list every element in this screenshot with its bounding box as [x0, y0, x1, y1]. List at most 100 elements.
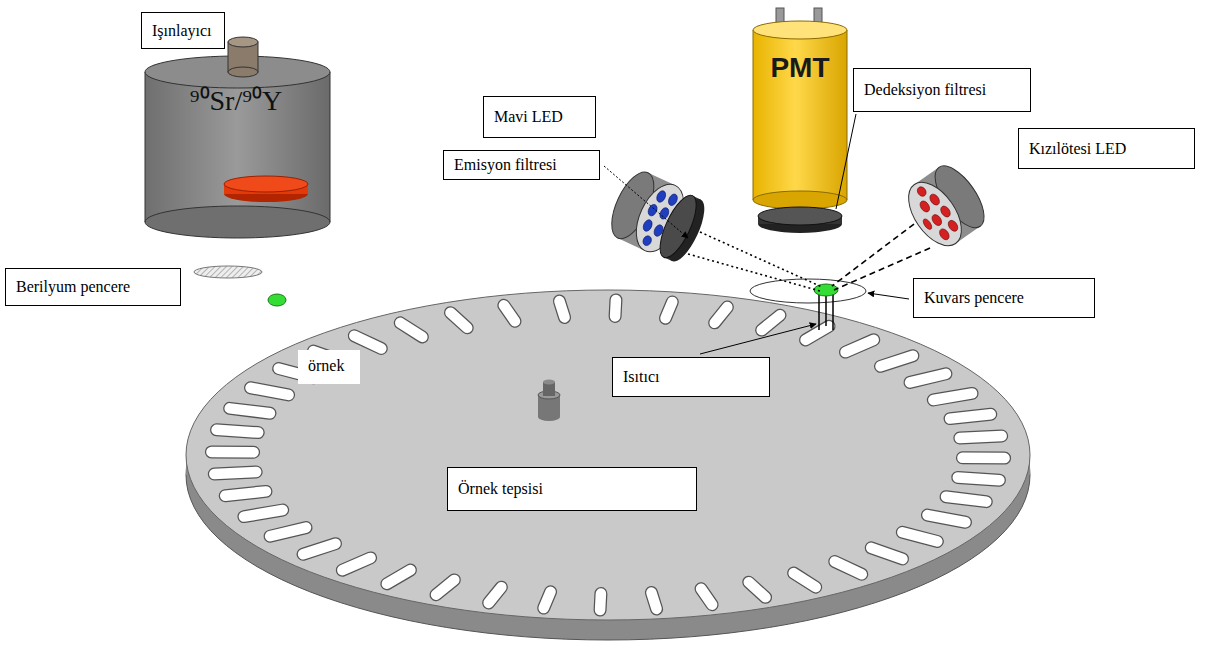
label-box: Kızılötesi LED	[1018, 128, 1195, 169]
tray-slot	[436, 580, 454, 595]
tray-slot	[880, 356, 912, 367]
beryllium-window	[194, 266, 262, 278]
tray-slot	[354, 336, 381, 349]
tray-slot	[400, 323, 422, 337]
detection-filter	[758, 207, 842, 233]
tray-slot	[217, 430, 259, 433]
label-text: Dedeksiyon filtresi	[864, 81, 1020, 99]
tray-slot	[594, 594, 608, 610]
tray-slot	[960, 436, 1002, 438]
label-box: Örnek tepsisi	[447, 467, 697, 511]
tray-slot	[244, 510, 283, 517]
tray-slot	[504, 305, 515, 321]
tray-slot	[342, 558, 370, 570]
label-text: Mavi LED	[494, 108, 585, 126]
tray-slot	[225, 491, 266, 495]
tray-slot	[665, 302, 672, 318]
tray-slot	[665, 302, 672, 318]
tray-slot	[342, 558, 370, 570]
label-box: Isıtıcı	[612, 357, 770, 397]
pmt-label: PMT	[770, 52, 829, 84]
tray-slot	[225, 491, 266, 495]
label-box: Emisyon filtresi	[443, 150, 600, 180]
tray-slot	[230, 408, 270, 413]
tray-slot	[946, 497, 986, 502]
tray-slot	[933, 393, 972, 400]
label-text: Emisyon filtresi	[454, 156, 589, 174]
tray-slot	[211, 445, 253, 458]
tray-slot	[762, 315, 780, 330]
tray-slot	[871, 548, 902, 559]
tray-slot	[701, 589, 712, 605]
tray-slot	[880, 356, 912, 367]
tray-slot	[610, 300, 621, 316]
tray-slot	[910, 374, 946, 383]
label-box: Kuvars pencere	[913, 278, 1095, 318]
tray-slot	[214, 472, 256, 474]
tray-slot	[504, 305, 515, 321]
tray-slot	[270, 528, 306, 537]
tray-slot	[958, 477, 1000, 480]
tray-slot	[794, 573, 816, 587]
label-text: Örnek tepsisi	[458, 480, 686, 498]
tray-slot	[244, 510, 283, 517]
label-box: Mavi LED	[483, 96, 596, 138]
blue-led	[603, 166, 712, 268]
irradiator	[145, 37, 330, 238]
tray-slot	[559, 301, 564, 317]
tray-slot	[211, 447, 253, 458]
tray-slot	[927, 515, 965, 522]
tray-slot	[927, 515, 965, 522]
quartz-window	[750, 279, 866, 303]
sample-tray	[186, 290, 1030, 640]
tray-slot	[651, 593, 656, 609]
tray-slot	[303, 544, 335, 555]
tray-slot	[946, 497, 986, 502]
source-label: ⁹⁰Sr/⁹⁰Y	[190, 80, 282, 118]
tray-slot	[214, 472, 256, 474]
tray-slot	[715, 307, 728, 323]
sample-disc	[268, 294, 286, 306]
tray-slot	[794, 573, 816, 587]
tray-slot	[902, 532, 937, 541]
label-text: Isıtıcı	[623, 368, 759, 386]
tray-slot	[544, 592, 551, 608]
tray-slot	[960, 436, 1002, 438]
tray-slot	[303, 544, 335, 555]
tray-slot	[806, 326, 830, 340]
tray-slot	[489, 587, 502, 603]
tray-slot	[450, 313, 467, 328]
infrared-led	[898, 158, 993, 255]
tray-slot	[251, 388, 289, 395]
tray-slot	[933, 393, 972, 400]
tray-slot	[902, 532, 937, 541]
tray-slot	[609, 300, 623, 316]
tray-slot	[962, 451, 1004, 464]
tray-slot	[489, 587, 502, 603]
tray-slot	[251, 388, 289, 395]
tray-slot	[871, 548, 902, 559]
tray-slot	[701, 589, 712, 605]
tray-slot	[835, 562, 862, 575]
label-text: Berilyum pencere	[16, 278, 170, 296]
tray-slot	[400, 323, 422, 337]
label-box: Işınlayıcı	[141, 12, 225, 49]
tray-slot	[950, 414, 991, 418]
label-box: Berilyum pencere	[5, 268, 181, 306]
label-box: örnek	[298, 350, 360, 384]
label-text: Kızılötesi LED	[1029, 140, 1184, 158]
label-text: Işınlayıcı	[152, 22, 214, 40]
tray-slot	[230, 408, 270, 413]
tray-slot	[845, 340, 873, 352]
tray-slot	[958, 477, 1000, 480]
tray-slot	[962, 453, 1004, 464]
tray-slot	[762, 315, 780, 330]
tray-slot	[950, 414, 991, 418]
tray-slot	[354, 336, 381, 349]
tray-slot	[715, 307, 728, 323]
tray-slot	[387, 570, 411, 584]
tray-slot	[217, 430, 259, 433]
tray-slot	[910, 374, 946, 383]
label-text: örnek	[308, 357, 350, 375]
